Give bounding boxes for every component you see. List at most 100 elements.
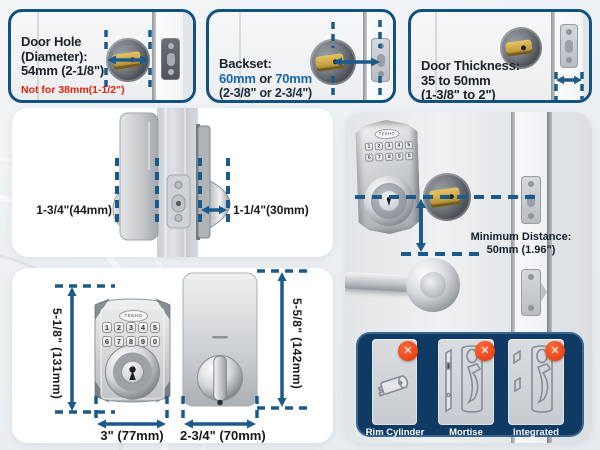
keypad-key: 0 [405, 152, 414, 161]
handle-hub [420, 272, 446, 298]
door-edge-shadow [511, 112, 515, 443]
screw-icon [377, 71, 384, 77]
panel-backset: Backset: 60mm or 70mm (2-3/8" or 2-3/4") [206, 9, 396, 103]
handle-rosette [406, 258, 460, 312]
panel-door-hole: Door Hole (Diameter): 54mm (2-1/8") Not … [8, 9, 196, 103]
thickness-spec-text: Door Thickness: 35 to 50mm (1-3/8" to 2"… [421, 58, 520, 102]
screw-icon [528, 181, 534, 187]
keypad-key: 9 [395, 152, 404, 161]
keypad-key: 2 [374, 142, 384, 151]
door-hole-cutout [310, 39, 356, 85]
mortise-icon [445, 345, 483, 413]
keyhole-icon [386, 196, 391, 202]
door-edge-shadow [551, 12, 555, 100]
width-dimension-dashes [115, 158, 230, 228]
edge-faceplate [521, 176, 541, 224]
battery-slot [212, 336, 228, 339]
spec-line: (2-3/8" or 2-3/4") [219, 86, 313, 100]
door-hole-warning: Not for 38mm(1-1/2") [21, 84, 125, 96]
spec-line: (Diameter): [21, 48, 88, 64]
door-frame-gap [547, 112, 552, 443]
door-jamb [583, 12, 589, 100]
interior-width-label: 1-3/4"(44mm) [36, 203, 112, 217]
door-hole-cutout [106, 38, 150, 82]
door-edge-shadow [363, 12, 367, 100]
min-distance-title: Minimum Distance: [470, 231, 572, 243]
exterior-depth-label: 1-1/4"(30mm) [233, 203, 309, 217]
panel-door-thickness: Door Thickness: 35 to 50mm (1-3/8" to 2"… [408, 9, 592, 103]
screw-icon [566, 57, 572, 63]
incompatible-card-mortise [438, 339, 494, 425]
bolt-slot [565, 39, 573, 53]
deadbolt-latch [315, 53, 345, 72]
interior-unit-side [119, 112, 159, 241]
door-hole-cutout [500, 27, 542, 69]
keypad-key: 2 [114, 322, 124, 333]
screw-icon [174, 214, 183, 222]
screw-icon [167, 43, 174, 49]
backset-spec-text: Backset: 60mm or 70mm (2-3/8" or 2-3/4") [219, 56, 313, 100]
spec-line: (1-3/8" to 2") [421, 87, 496, 102]
incompatible-label: Rim Cylinder [365, 427, 425, 438]
spec-line: 35 to 50mm [421, 72, 491, 88]
keypad-key: 1 [364, 142, 374, 151]
dimension-dashes [55, 269, 313, 420]
side-view-card: 1-3/4"(44mm) 1-1/4"(30mm) [12, 108, 333, 257]
door-molding [435, 12, 437, 100]
spec-line: 54mm (2-1/8") [21, 63, 105, 78]
spec-conjunction: or [255, 70, 276, 86]
keypad-key: 4 [138, 322, 148, 333]
spec-line: 60mm or 70mm [219, 70, 312, 87]
keypad-key: 3 [384, 141, 394, 151]
bolt-slot [527, 193, 535, 207]
interior-width-label: 2-3/4" (70mm) [180, 428, 266, 443]
door-hole-spec-text: Door Hole (Diameter): 54mm (2-1/8") [21, 34, 105, 79]
brand-logo: TEEHO [119, 310, 148, 322]
deadbolt-latch [505, 39, 533, 57]
keypad-key: 7 [375, 153, 384, 162]
edge-faceplate [161, 38, 180, 80]
screw-icon [528, 305, 534, 311]
keypad-key: 8 [385, 152, 394, 162]
incompatible-label: Mortise [449, 427, 483, 438]
deadbolt-latch [428, 186, 462, 209]
keypad-key: 3 [126, 322, 136, 333]
screw-icon [217, 399, 223, 406]
keypad-key: 1 [102, 322, 112, 333]
keypad-key: 7 [114, 336, 124, 347]
screw-icon [566, 29, 572, 35]
door-molding [239, 12, 241, 100]
keypad-key: 6 [365, 153, 374, 162]
keypad-key: 9 [138, 336, 148, 347]
bolt-slot [166, 52, 175, 66]
edge-faceplate [560, 24, 578, 68]
dimension-arrows [70, 279, 284, 426]
backset-value: 60mm [219, 70, 256, 86]
x-icon: ✕ [545, 341, 565, 361]
door-molding [37, 12, 39, 100]
bolt-slot [376, 53, 385, 67]
door-hole-cutout [423, 173, 471, 221]
keypad-key: 6 [102, 336, 112, 347]
thumbturn-lever [213, 355, 227, 402]
spec-line: Door Hole [21, 34, 82, 49]
door-jamb [183, 12, 193, 100]
screw-icon [528, 274, 534, 280]
screw-icon [174, 181, 183, 189]
backset-value: 70mm [275, 70, 312, 86]
latch-faceplate [521, 269, 541, 316]
incompatible-types-panel: ✕ ✕ ✕ Rim Cylinder Mortise Integrated [356, 332, 584, 438]
incompatible-label: Integrated [513, 427, 559, 438]
keypad-key: 4 [394, 141, 404, 150]
edge-faceplate [371, 38, 390, 82]
interior-height-label: 5-5/8" (142mm) [290, 298, 304, 390]
keypad-width-label: 3" (77mm) [100, 428, 164, 443]
